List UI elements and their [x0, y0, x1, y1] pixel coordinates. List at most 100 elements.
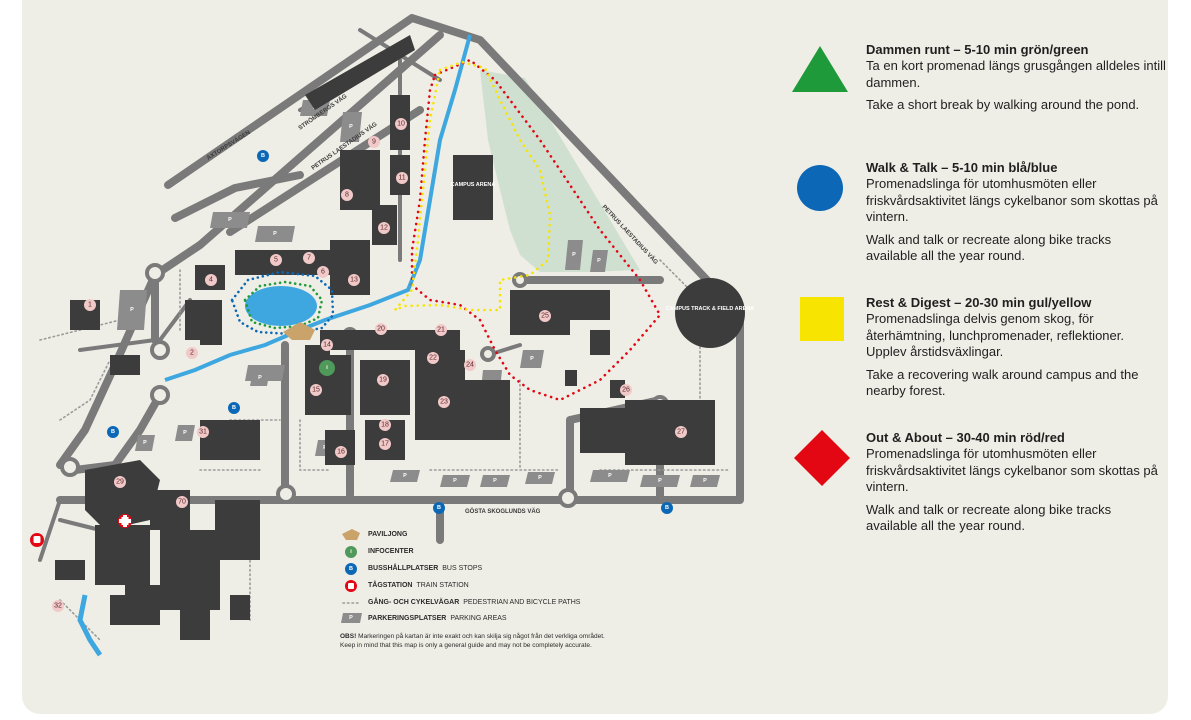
- parking-label-10: P: [403, 473, 407, 479]
- legend-train-en: TRAIN STATION: [416, 582, 469, 589]
- route-blue-english: Walk and talk or recreate along bike tra…: [866, 231, 1112, 264]
- route-blue-swedish: Promenadslinga för utomhusmöten eller fr…: [866, 176, 1158, 224]
- note-en: Keep in mind that this map is only a gen…: [340, 642, 592, 649]
- building-number-16: 16: [337, 449, 345, 456]
- parking-area-4: [117, 290, 147, 330]
- legend-parking-en: PARKING AREAS: [450, 615, 507, 622]
- building-number-27: 27: [677, 429, 685, 436]
- legend-bus-sv: BUSSHÅLLPLATSER: [368, 565, 439, 572]
- parking-area-11: [440, 475, 470, 487]
- parking-label-18: P: [608, 473, 612, 479]
- building-badge-4: [205, 274, 217, 286]
- parking-area-17: [590, 250, 608, 272]
- building-badge-5: [270, 254, 282, 266]
- parking-area-20: [690, 475, 720, 487]
- building-number-24: 24: [466, 362, 474, 369]
- bus-stop-label-3: B: [111, 429, 115, 435]
- legend-bus-en: BUS STOPS: [442, 565, 483, 572]
- building-badge-11: [396, 172, 408, 184]
- building-badge-24: [464, 359, 476, 371]
- legend-paths-en: PEDESTRIAN AND BICYCLE PATHS: [463, 599, 581, 606]
- street-axtorp: AXTORPSVÄGEN: [205, 129, 251, 162]
- building-badge-13: [348, 274, 360, 286]
- legend-symbols: i B P: [341, 529, 362, 623]
- info-center-marker: i: [319, 360, 335, 376]
- bus-stop-4: [433, 502, 445, 514]
- building-badge-22: [427, 352, 439, 364]
- parking-label-16: P: [572, 252, 576, 258]
- building-number-13: 13: [350, 277, 358, 284]
- buildings: [55, 35, 715, 640]
- lower-stream: [77, 594, 103, 657]
- parking-label-20: P: [703, 478, 707, 484]
- red-diamond-icon: [794, 430, 850, 486]
- parking-area-12: [480, 475, 510, 487]
- parking-area-16: [565, 240, 583, 270]
- parking-icon: P: [341, 613, 362, 623]
- building-badge-14: [321, 339, 333, 351]
- building-number-17: 17: [381, 441, 389, 448]
- info-icon: i: [345, 546, 357, 558]
- building-number-14: 14: [323, 342, 331, 349]
- parking-area-15: [520, 350, 544, 368]
- svg-text:i: i: [350, 549, 352, 555]
- building-number-2: 2: [190, 350, 194, 357]
- bus-stop-label-1: B: [261, 153, 265, 159]
- campus-arena-label: CAMPUS ARENA: [451, 182, 496, 188]
- building-number-4: 4: [209, 277, 213, 284]
- building-number-6: 6: [321, 269, 325, 276]
- building-number-5: 5: [274, 257, 278, 264]
- building-number-25: 25: [541, 313, 549, 320]
- building-number-12: 12: [380, 225, 388, 232]
- info-center-letter: i: [326, 365, 328, 371]
- parking-label-11: P: [453, 478, 457, 484]
- building-badge-17: [379, 438, 391, 450]
- pavilion-marker: [283, 322, 315, 340]
- legend-pavilion-sv: PAVILJONG: [368, 531, 408, 538]
- building-number-20: 20: [377, 326, 385, 333]
- building-number-32: 32: [54, 603, 62, 610]
- note-sv: Markeringen på kartan är inte exakt och …: [358, 633, 605, 640]
- bus-stop-5: [661, 502, 673, 514]
- red-route: [410, 58, 662, 402]
- pavilion-icon: [342, 529, 360, 540]
- building-number-26: 26: [622, 387, 630, 394]
- building-badge-6: [317, 266, 329, 278]
- building-badge-7: [303, 252, 315, 264]
- building-badge-18: [379, 419, 391, 431]
- building-number-22: 22: [429, 355, 437, 362]
- note-bold: OBS!: [340, 633, 357, 640]
- legend-paths-sv: GÅNG- OCH CYKELVÄGAR: [368, 599, 460, 606]
- bus-stop-icon: B: [345, 563, 357, 575]
- bus-stop-3: [107, 426, 119, 438]
- parking-label-7: P: [183, 430, 187, 436]
- stream: [164, 34, 472, 382]
- parking-label-3: P: [349, 124, 353, 130]
- building-number-31: 31: [199, 429, 207, 436]
- building-badge-25: [539, 310, 551, 322]
- building-number-15: 15: [312, 387, 320, 394]
- parking-area-3: [340, 112, 362, 142]
- parking-area-18: [590, 470, 630, 482]
- blue-route: [230, 270, 335, 336]
- parking-label-13: P: [538, 475, 542, 481]
- legend-parking-sv: PARKERINGSPLATSER: [368, 615, 447, 622]
- parking-label-4: P: [130, 307, 134, 313]
- legend-info-sv: INFOCENTER: [368, 548, 414, 555]
- building-number-21: 21: [437, 327, 445, 334]
- building-badge-19: [377, 374, 389, 386]
- parking-area-19: [640, 475, 680, 487]
- parking-label-6: P: [143, 440, 147, 446]
- train-station-icon: [30, 533, 44, 547]
- route-yellow-title: Rest & Digest – 20-30 min gul/yellow: [866, 295, 1092, 310]
- train-station-legend-icon: [345, 580, 357, 592]
- parking-area-2: [255, 226, 295, 242]
- building-badge-16: [335, 446, 347, 458]
- green-triangle-icon: [792, 46, 848, 92]
- parking-area-1: [210, 212, 250, 228]
- parking-label-19: P: [658, 478, 662, 484]
- building-badge-8: [341, 189, 353, 201]
- route-green-title: Dammen runt – 5-10 min grön/green: [866, 42, 1089, 57]
- building-number-19: 19: [379, 377, 387, 384]
- building-number-9: 9: [372, 139, 376, 146]
